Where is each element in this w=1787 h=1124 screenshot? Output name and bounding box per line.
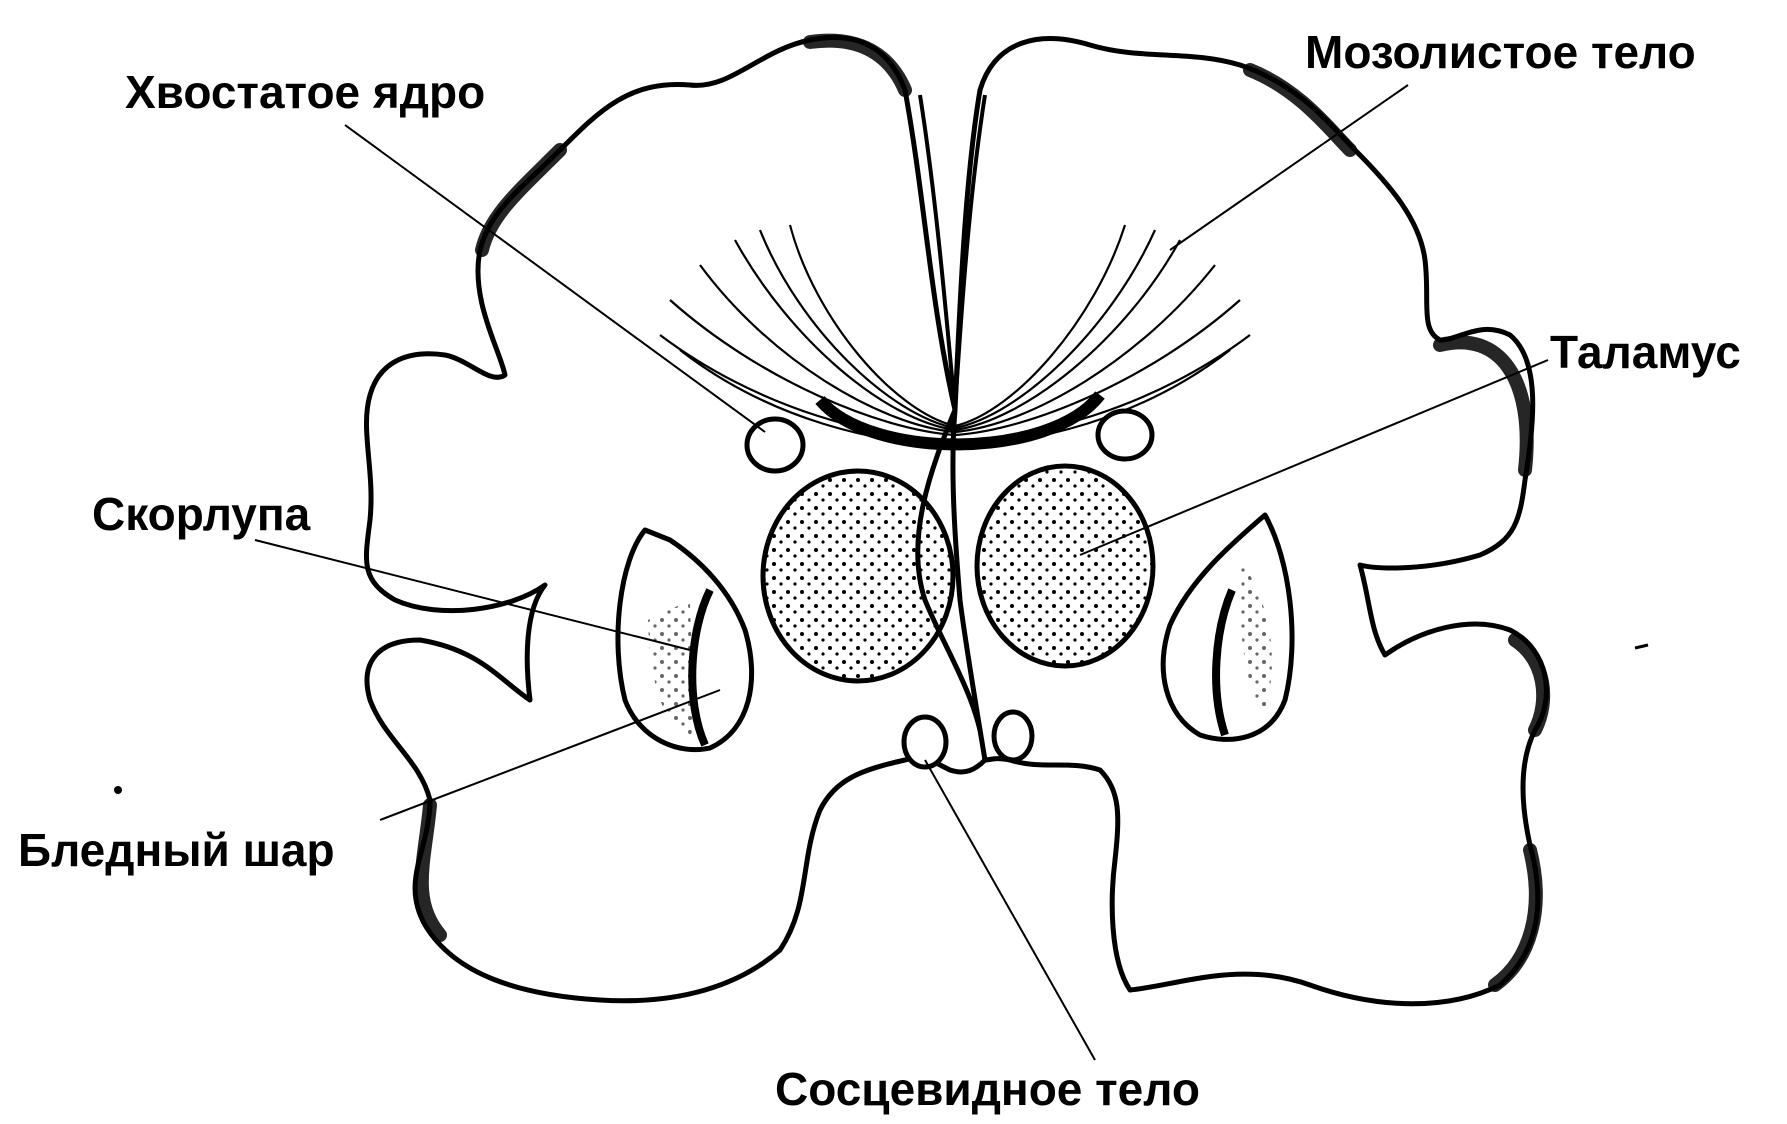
label-mammillary-body: Сосцевидное тело (775, 1063, 1200, 1115)
label-globus-pallidus: Бледный шар (18, 824, 335, 876)
label-thalamus: Таламус (1550, 326, 1741, 378)
mammillary-body-left (904, 717, 946, 767)
stray-mark-right (1635, 645, 1648, 648)
caudate-nucleus-right (1098, 411, 1152, 459)
label-caudate-nucleus: Хвостатое ядро (125, 66, 485, 118)
stray-dot-left (114, 786, 122, 794)
label-putamen: Скорлупа (92, 488, 311, 540)
caudate-nucleus-left (747, 419, 803, 471)
thalamus-right (977, 466, 1153, 666)
mammillary-body-right (994, 712, 1032, 760)
thalamus-left (763, 471, 953, 681)
label-corpus-callosum: Мозолистое тело (1305, 26, 1696, 78)
